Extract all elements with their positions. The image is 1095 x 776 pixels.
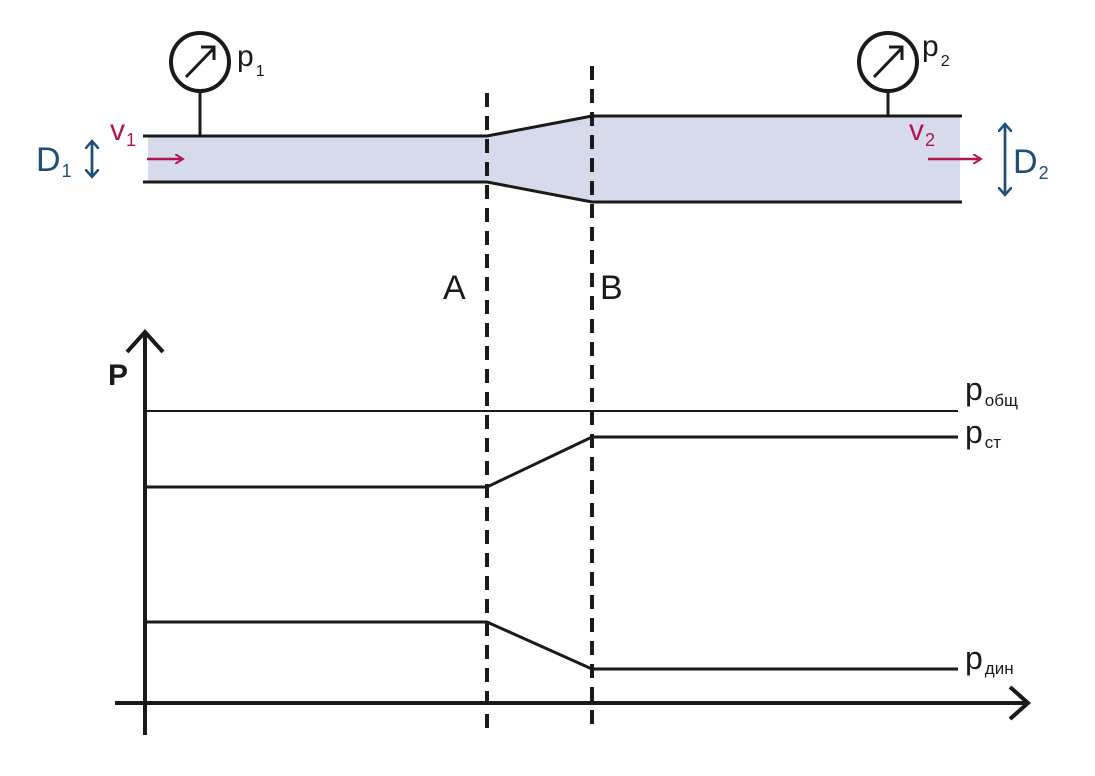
- x-axis-arrowhead: [1008, 685, 1032, 721]
- diameter-d2-label: D2: [1013, 143, 1049, 183]
- gauge-2-subscript: 2: [941, 53, 950, 70]
- diameter-d2: D2: [1005, 124, 1049, 195]
- pressure-axes: P: [108, 329, 1032, 735]
- pipe-bottom-wall: [143, 180, 962, 204]
- static-pressure-line: [145, 435, 958, 489]
- y-axis-label: P: [108, 359, 128, 392]
- velocity-v1-label: v1: [110, 114, 136, 150]
- pipe: [143, 114, 962, 204]
- diameter-d1: D1: [36, 141, 92, 181]
- velocity-v2: v2: [909, 114, 981, 159]
- y-axis-arrowhead: [125, 329, 165, 354]
- velocity-v1: v1: [110, 114, 183, 159]
- diameter-d1-label: D1: [36, 141, 72, 181]
- gauge-1-subscript: 1: [256, 63, 265, 80]
- pipe-fill: [148, 116, 960, 202]
- section-a-label: A: [443, 269, 466, 307]
- section-b-label: B: [600, 269, 623, 307]
- velocity-v2-label: v2: [909, 114, 935, 150]
- pipe-top-wall: [143, 114, 962, 138]
- dynamic-pressure-line: [145, 620, 958, 671]
